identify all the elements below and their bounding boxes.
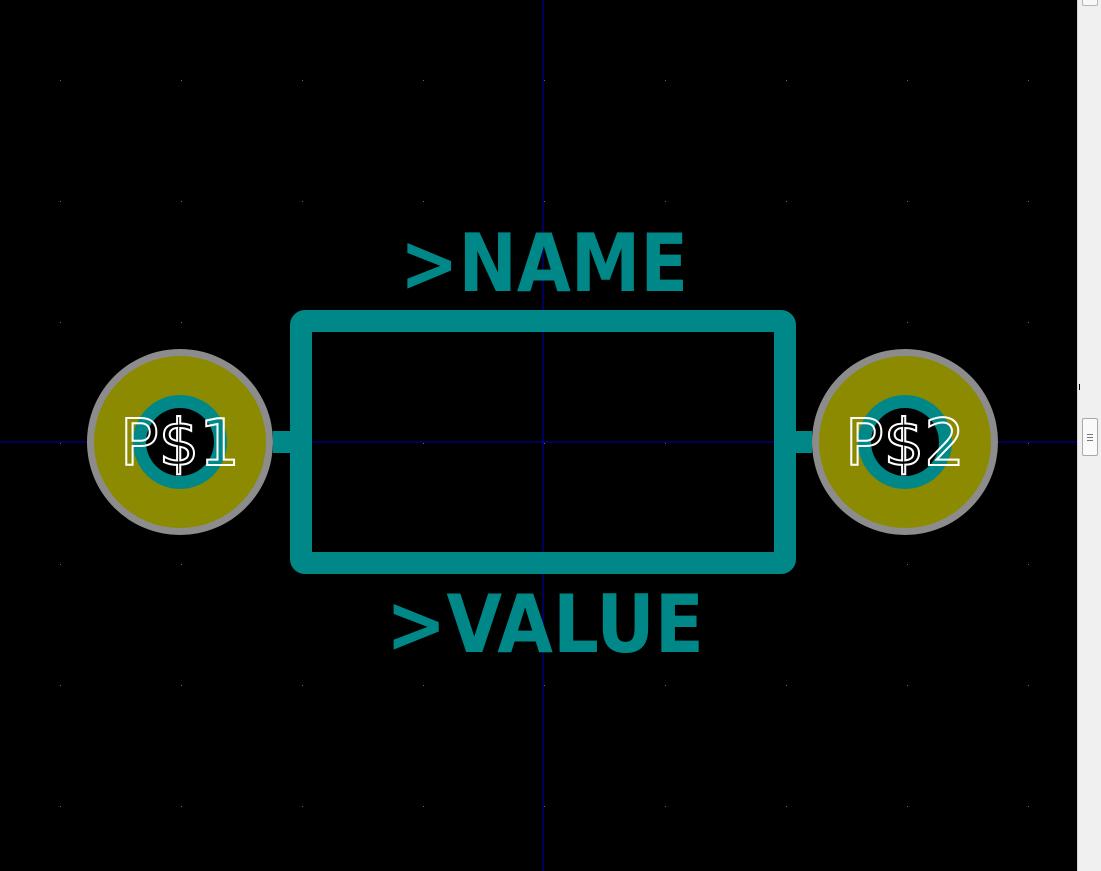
grid-dot — [907, 564, 908, 565]
scroll-marker — [1079, 384, 1080, 390]
grid-dot — [1028, 201, 1029, 202]
pad-1-label: P$1 — [120, 407, 240, 481]
value-label[interactable]: >VALUE — [386, 578, 704, 671]
grid-dot — [60, 80, 61, 81]
name-label[interactable]: >NAME — [400, 217, 688, 310]
pcb-canvas[interactable]: P$1 P$2 >NAME >VALUE — [0, 0, 1077, 871]
scroll-up-button[interactable] — [1082, 0, 1098, 6]
grid-dot — [907, 201, 908, 202]
grid-dot — [181, 564, 182, 565]
grid-dot — [423, 80, 424, 81]
grid-dot — [544, 80, 545, 81]
thumb-grip-line — [1087, 434, 1093, 435]
grid-dot — [786, 806, 787, 807]
pad-2-drill-hole — [871, 408, 939, 476]
grid-dot — [907, 322, 908, 323]
grid-dot — [544, 443, 545, 444]
pad-2-label: P$2 — [845, 407, 965, 481]
grid-dot — [665, 806, 666, 807]
grid-dot — [544, 685, 545, 686]
component-outline[interactable] — [290, 310, 796, 574]
grid-dot — [423, 443, 424, 444]
grid-dot — [665, 201, 666, 202]
grid-dot — [60, 443, 61, 444]
grid-dot — [181, 322, 182, 323]
grid-dot — [907, 80, 908, 81]
grid-dot — [544, 806, 545, 807]
grid-dot — [181, 80, 182, 81]
grid-dot — [907, 685, 908, 686]
grid-dot — [423, 806, 424, 807]
grid-dot — [60, 201, 61, 202]
grid-dot — [544, 201, 545, 202]
grid-dot — [60, 322, 61, 323]
pad-1[interactable]: P$1 — [87, 349, 273, 535]
grid-dot — [786, 685, 787, 686]
pad-2[interactable]: P$2 — [812, 349, 998, 535]
grid-dot — [1028, 564, 1029, 565]
thumb-grip-line — [1087, 437, 1093, 438]
grid-dot — [1028, 322, 1029, 323]
grid-dot — [665, 80, 666, 81]
grid-dot — [181, 685, 182, 686]
grid-dot — [423, 685, 424, 686]
grid-dot — [181, 806, 182, 807]
grid-dot — [1028, 685, 1029, 686]
grid-dot — [423, 201, 424, 202]
grid-dot — [1028, 806, 1029, 807]
footprint-view: P$1 P$2 >NAME >VALUE — [0, 0, 1077, 871]
thumb-grip-line — [1087, 440, 1093, 441]
grid-dot — [1028, 80, 1029, 81]
grid-dot — [786, 201, 787, 202]
grid-dot — [665, 443, 666, 444]
grid-dot — [60, 806, 61, 807]
grid-dot — [302, 806, 303, 807]
grid-dot — [1028, 443, 1029, 444]
grid-dot — [181, 201, 182, 202]
grid-dot — [302, 80, 303, 81]
grid-dot — [907, 806, 908, 807]
pad-1-drill-hole — [146, 408, 214, 476]
grid-dot — [302, 201, 303, 202]
grid-dot — [302, 685, 303, 686]
grid-dot — [786, 80, 787, 81]
scrollbar-thumb[interactable] — [1082, 418, 1098, 456]
grid-dot — [665, 685, 666, 686]
grid-dot — [60, 564, 61, 565]
vertical-scrollbar[interactable] — [1077, 0, 1101, 871]
grid-dot — [60, 685, 61, 686]
